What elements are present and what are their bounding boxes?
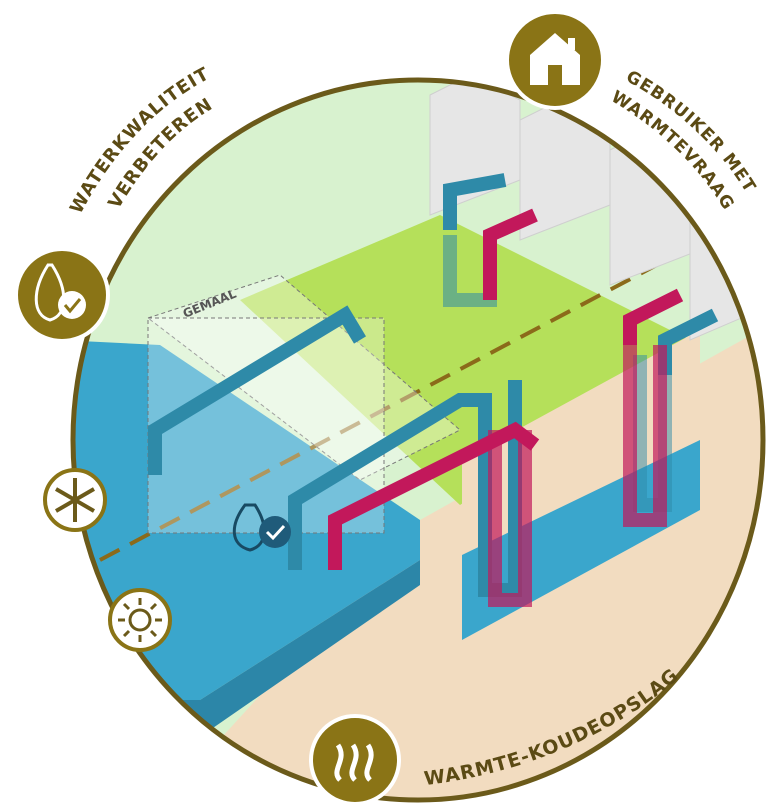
circle-outline xyxy=(70,77,766,803)
water-drop-check-icon xyxy=(232,503,291,552)
water-drop-check-icon xyxy=(14,247,110,343)
warm-flow xyxy=(328,208,684,607)
sun-icon xyxy=(108,588,172,652)
snowflake-icon xyxy=(43,468,107,532)
grass-plot xyxy=(240,215,700,505)
building-gemaal xyxy=(146,274,461,534)
heat-waves-icon xyxy=(309,714,401,806)
house-icon xyxy=(505,10,605,110)
